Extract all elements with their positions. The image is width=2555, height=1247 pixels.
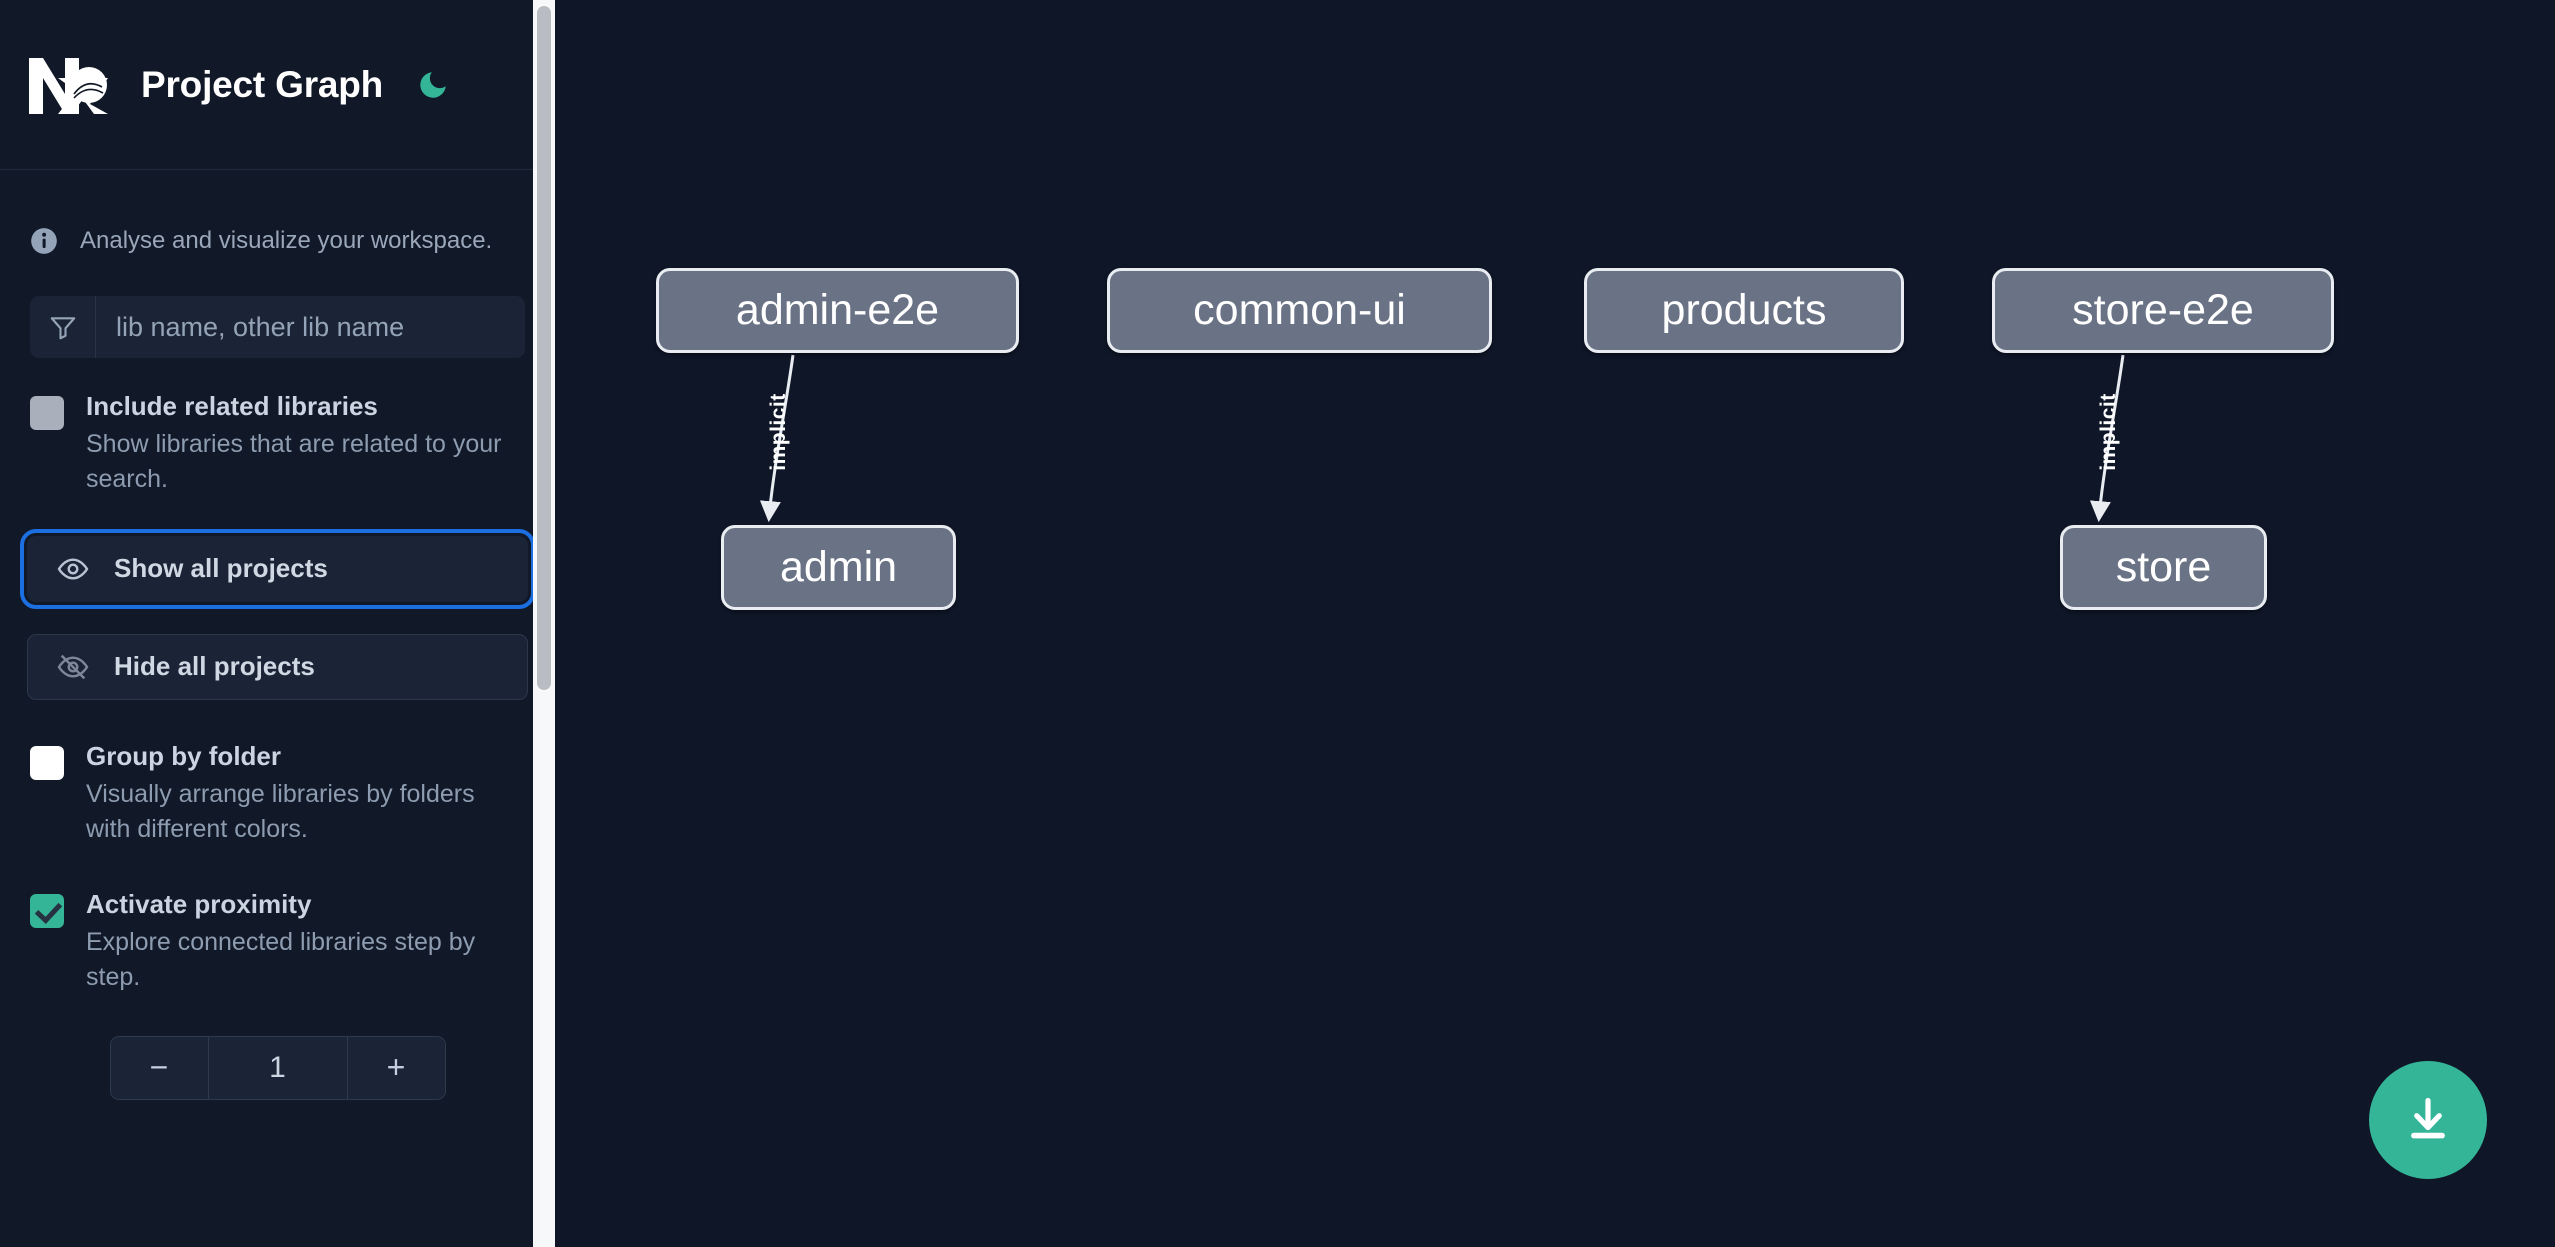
page-title: Project Graph — [141, 63, 384, 105]
proximity-stepper: − 1 + — [0, 1035, 555, 1100]
workspace-tagline: Analyse and visualize your workspace. — [0, 170, 555, 270]
hide-all-projects-label: Hide all projects — [114, 651, 315, 682]
checkbox-group-by-folder[interactable] — [30, 745, 64, 780]
sidebar-scroll-container: Project Graph Analyse and visualize yo — [0, 0, 555, 1247]
info-icon — [30, 227, 58, 255]
option-label-include-related-libraries: Include related libraries — [86, 391, 378, 421]
graph-node-admin-e2e[interactable]: admin-e2e — [656, 268, 1019, 353]
checkbox-activate-proximity[interactable] — [30, 893, 64, 928]
download-graph-button[interactable] — [2369, 1061, 2487, 1179]
sidebar-scrollbar-track[interactable] — [533, 0, 555, 1247]
proximity-decrement-button[interactable]: − — [110, 1036, 208, 1099]
moon-icon[interactable] — [413, 65, 453, 105]
graph-node-products[interactable]: products — [1584, 268, 1904, 353]
option-group-by-folder[interactable]: Group by folder Visually arrange librari… — [0, 740, 555, 848]
option-description-activate-proximity: Explore connected libraries step by step… — [86, 927, 476, 992]
sidebar-header: Project Graph — [0, 0, 555, 170]
sidebar: Project Graph Analyse and visualize yo — [0, 0, 555, 1247]
visibility-actions: Show all projects Hide all projects — [0, 528, 555, 700]
eye-icon — [56, 552, 90, 586]
graph-node-store[interactable]: store — [2060, 525, 2267, 610]
search-input[interactable] — [96, 296, 525, 358]
filter-box[interactable] — [30, 296, 525, 358]
sidebar-scrollbar-thumb[interactable] — [537, 6, 551, 690]
download-icon — [2411, 1097, 2445, 1139]
proximity-value: 1 — [207, 1036, 348, 1099]
eye-off-icon — [56, 650, 90, 684]
option-description-group-by-folder: Visually arrange libraries by folders wi… — [86, 779, 475, 844]
graph-node-admin[interactable]: admin — [721, 525, 956, 610]
proximity-increment-button[interactable]: + — [347, 1036, 445, 1099]
edge-label-store-e2e-store: implicit — [2096, 393, 2120, 471]
graph-edges — [759, 354, 2125, 523]
show-all-projects-label: Show all projects — [114, 553, 328, 584]
option-label-activate-proximity: Activate proximity — [86, 888, 312, 919]
graph-canvas[interactable]: implicit implicit admin-e2e common-ui pr… — [555, 0, 2555, 1247]
option-description-include-related-libraries: Show libraries that are related to your … — [86, 429, 502, 494]
option-activate-proximity[interactable]: Activate proximity Explore connected lib… — [0, 888, 555, 996]
show-all-projects-button[interactable]: Show all projects — [20, 528, 535, 609]
nx-logo — [27, 54, 113, 116]
tagline-text: Analyse and visualize your workspace. — [80, 227, 493, 254]
graph-node-store-e2e[interactable]: store-e2e — [1992, 268, 2334, 353]
filter-section — [0, 296, 555, 358]
option-include-related-libraries[interactable]: Include related libraries Show libraries… — [0, 391, 555, 498]
graph-node-common-ui[interactable]: common-ui — [1107, 268, 1492, 353]
funnel-icon — [30, 296, 96, 358]
checkbox-include-related-libraries[interactable] — [30, 396, 64, 430]
option-label-group-by-folder: Group by folder — [86, 740, 281, 771]
hide-all-projects-button[interactable]: Hide all projects — [27, 633, 528, 700]
edge-label-admin-e2e-admin: implicit — [766, 393, 790, 471]
